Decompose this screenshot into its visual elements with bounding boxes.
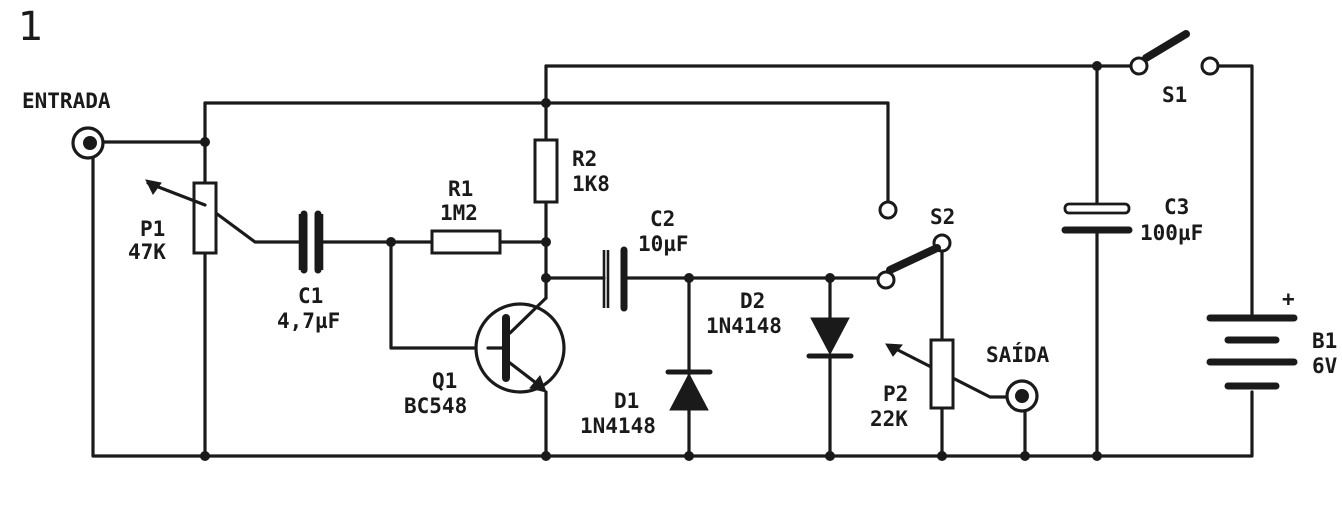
d2-value: 1N4148	[706, 314, 782, 338]
resistor-r2	[533, 138, 559, 204]
p2-ref: P2	[883, 382, 908, 406]
battery-plus: +	[1282, 287, 1295, 311]
c3-value: 100µF	[1140, 221, 1203, 245]
output-jack	[1005, 379, 1039, 413]
c2-value: 10µF	[638, 232, 689, 256]
b1-value: 6V	[1312, 354, 1338, 378]
p2-value: 22K	[870, 407, 908, 431]
wires	[91, 64, 1254, 458]
diode-d2	[806, 317, 854, 359]
c1-ref: C1	[298, 284, 323, 308]
potentiometer-p2	[885, 338, 955, 410]
capacitor-c2	[602, 246, 628, 312]
capacitor-c3	[1061, 202, 1133, 234]
r2-value: 1K8	[572, 172, 610, 196]
output-label: SAÍDA	[986, 342, 1050, 367]
capacitor-c1	[298, 210, 324, 274]
s1-ref: S1	[1162, 83, 1187, 107]
c1-value: 4,7µF	[277, 309, 340, 333]
resistor-r1	[430, 229, 502, 255]
r2-ref: R2	[572, 147, 597, 171]
input-label: ENTRADA	[22, 89, 111, 113]
switch-s2	[876, 200, 952, 290]
p1-ref: P1	[140, 217, 165, 241]
c2-ref: C2	[650, 207, 675, 231]
s2-ref: S2	[930, 205, 955, 229]
potentiometer-p1	[145, 179, 218, 255]
d2-ref: D2	[740, 289, 765, 313]
d1-ref: D1	[614, 389, 639, 413]
q1-value: BC548	[404, 394, 467, 418]
b1-ref: B1	[1312, 329, 1337, 353]
r1-value: 1M2	[440, 201, 478, 225]
input-jack	[71, 126, 105, 160]
battery-b1	[1206, 314, 1298, 390]
r1-ref: R1	[448, 177, 473, 201]
p1-value: 47K	[128, 240, 166, 264]
junction-dots	[200, 61, 1102, 461]
c3-ref: C3	[1164, 195, 1189, 219]
transistor-q1	[474, 296, 566, 394]
figure-number: 1	[18, 4, 43, 50]
diode-d1	[665, 369, 713, 411]
q1-ref: Q1	[432, 369, 457, 393]
switch-s1	[1129, 30, 1220, 76]
d1-value: 1N4148	[580, 414, 656, 438]
